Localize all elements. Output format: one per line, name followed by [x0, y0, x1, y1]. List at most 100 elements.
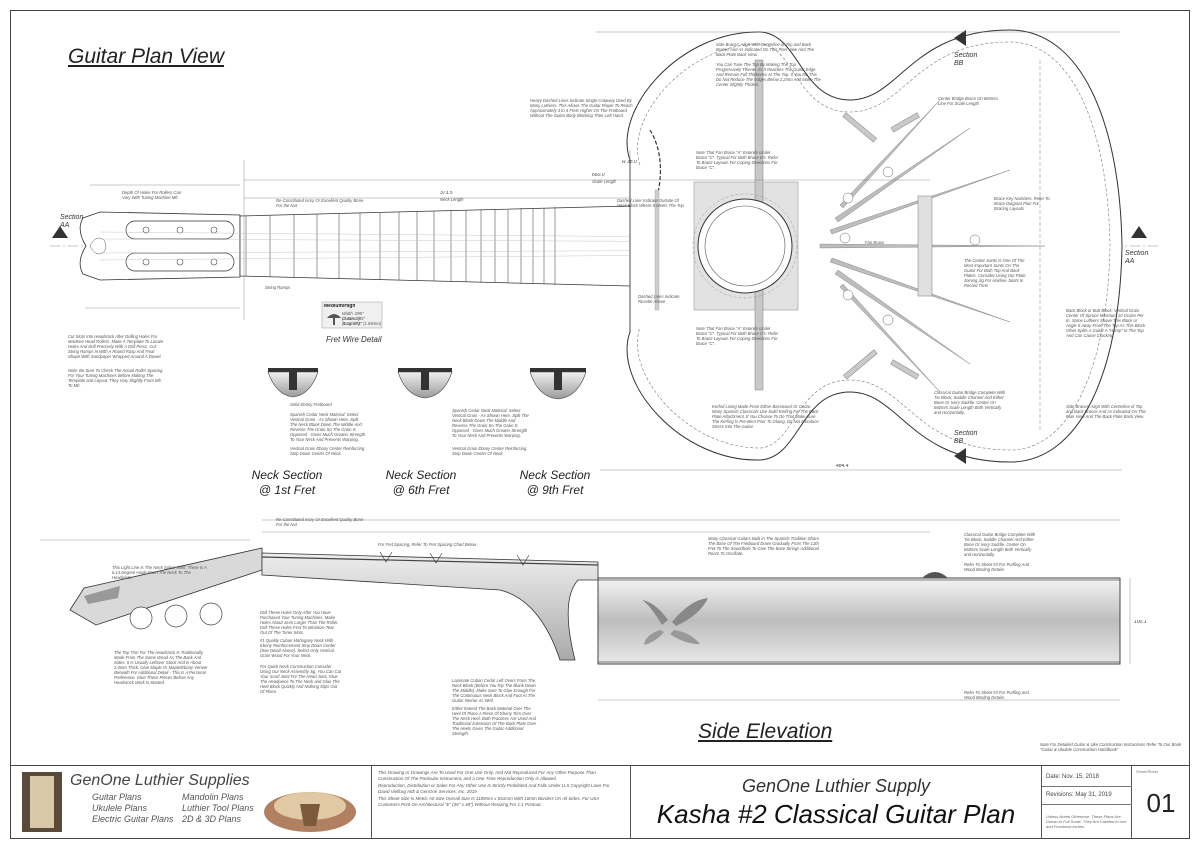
fret-wire-label: Fret Wire Detail [326, 335, 382, 344]
note-brace-keys: Brace Key Numbers. Refer To Brace Diagra… [994, 196, 1050, 211]
note-back-block: Back Block or Butt Block: Vertical Grain… [1066, 308, 1146, 338]
section-aa-marker-left [52, 226, 68, 238]
fret-wire-crown: Crown .045" (1.14mm) [342, 316, 365, 326]
note-ivory: Re-Constituted Ivory Or Excellent Qualit… [276, 198, 364, 208]
note-back-match: Either Extend The Back Material Over The… [452, 706, 537, 736]
logo-image [22, 772, 356, 832]
section-bb-label-top: Section BB [954, 52, 978, 67]
note-brace-e: Note That Fan Brace "A" Extends Under Br… [696, 150, 779, 170]
title-cell: GenOne Luthier Supply Kasha #2 Classical… [630, 766, 1042, 839]
fan-brace-label: Fan Brace [865, 240, 885, 245]
string-ramps-label: String Ramps [265, 285, 291, 290]
note-check-roller: Note: Be Sure To Check The Actual Roller… [68, 368, 163, 388]
fret-wire-heading: Medium/High [324, 304, 356, 309]
note-spanish-cedar-1: Spanish Cedar Neck Material: Select Vert… [290, 412, 366, 442]
note-heavy-dashed: Heavy Dashed Lines Indicate Single Cutaw… [530, 98, 633, 118]
plan-view-heading: Guitar Plan View [68, 45, 225, 68]
note-bridge-side: Classical Guitar Bridge Complete With Ti… [964, 532, 1036, 557]
note-side-braces: Side Braces: Align With Centerline of To… [716, 42, 814, 57]
sheet-number: 01 [1146, 788, 1176, 818]
note-mahogany: #1 Quality Cuban Mahogany Neck With Ebon… [260, 638, 336, 658]
neck-section-1 [267, 368, 319, 398]
fret-wire-tang: Tang .073" (1.85mm) [342, 321, 382, 326]
dim-scale-label: Scale Length [592, 179, 617, 184]
soundhole [704, 205, 786, 287]
revisions-label: Revisions: May 31, 2019 [1046, 792, 1112, 798]
brand-name: GenOne Luthier Supplies [70, 772, 250, 789]
dim-neck: 373.5 [440, 191, 453, 196]
section-aa-label-right: Section AA [1125, 250, 1149, 265]
note-cut-slots: Cut Slots Into Headstock After Drilling … [68, 334, 164, 359]
note-vertical-ebony-1: Vertical Grain Ebony Center Reinforcing … [290, 446, 365, 456]
section-bb-marker-top [954, 30, 966, 46]
dim-body: 484.4 [836, 464, 849, 469]
note-brace-a: Note That Fan Brace "A" Extends Under Br… [696, 326, 779, 346]
section-bb-marker-bottom [954, 448, 966, 464]
plan-title: Kasha #2 Classical Guitar Plan [656, 799, 1016, 829]
note-light-line: This Light Line Is The Neck Splice Joint… [112, 565, 207, 580]
dim-depth: 100.1 [1134, 620, 1147, 625]
note-vertical-ebony-2: Vertical Grain Ebony Center Reinforcing … [452, 446, 527, 456]
units-note: Unless Noted Otherwise, These Plans Are … [1046, 814, 1127, 829]
note-solera: Many Classical Guitars Built In The Span… [708, 536, 819, 556]
dim-scale: 660.0 [592, 173, 605, 178]
side-elevation-heading: Side Elevation [698, 720, 833, 743]
meta-cell: Date: Nov. 15, 2018 Revisions: May 31, 2… [1042, 766, 1132, 839]
note-center-joints: The Center Joints Is One Of The Most Imp… [964, 258, 1026, 288]
note-dashed-liner: Dashed Liner Indicate Outside Of Neck Bl… [617, 198, 684, 208]
drawing-sheet [10, 10, 1190, 839]
note-drill-holes: Depth Of Holes For Rollers Can Vary With… [122, 190, 182, 200]
note-headstock-trim: The Top Trim For The Headstock Is Tradit… [114, 650, 208, 685]
note-detailed-instructions: Note For Detailed Guitar & Uke Construct… [1040, 742, 1182, 752]
side-neck [261, 552, 599, 661]
side-headstock [69, 547, 263, 630]
dim-radius: R 38.0 [622, 160, 637, 165]
note-spanish-cedar-2: Spanish Cedar Neck Material: Select Vert… [452, 408, 529, 438]
fret-wire-width: Width .095" (2.41mm) [342, 311, 364, 321]
side-dimensions [40, 519, 1131, 701]
note-cedar-liner: Laminate Cuban Cedar Left Overs From The… [452, 678, 536, 703]
note-fret-spacing: For Fret Spacing, Refer To Fret Spacing … [378, 542, 477, 547]
neck-section-1-caption: Neck Section@ 1st Fret [251, 468, 323, 497]
fret-wire-detail [321, 301, 383, 329]
neck-section-9-caption: Neck Section@ 9th Fret [519, 468, 591, 497]
note-side-braces-2: Side Braces: Align With Centerline of To… [1066, 404, 1146, 419]
brand-cell: GenOne Luthier Supplies Guitar Plans Uku… [10, 766, 372, 839]
note-ebony-fb: Solid Ebony Fretboard [290, 402, 332, 407]
side-body [597, 572, 1121, 665]
neck-outline [239, 205, 631, 287]
section-aa-marker-right [1131, 226, 1147, 238]
sheet-cell: Sheet/Sheet 01 [1132, 766, 1190, 839]
note-bridge-complete: Classical Guitar Bridge Complete With Ti… [934, 390, 1006, 415]
note-taper-top: You Can Tune The Top By Making The Top P… [716, 62, 821, 87]
bridge-plan [917, 195, 933, 297]
section-bb-label-bottom: Section BB [954, 430, 978, 445]
leaf-logo [642, 598, 708, 645]
neck-section-6 [397, 368, 453, 399]
neck-section-6-caption: Neck Section@ 6th Fret [385, 468, 457, 497]
section-aa-label-left: Section AA [60, 214, 84, 229]
legal-notice: This Drawing or Drawings Are To Used For… [378, 770, 610, 807]
note-drill-tuning: Drill These Holes Only After You Have Pu… [260, 610, 339, 635]
brace-keys [839, 166, 981, 326]
plans-list-right: Mandolin Plans Luthier Tool Plans 2D & 3… [182, 792, 254, 824]
note-center-bridge: Center Bridge Brace On 660mm Line For Sc… [938, 96, 998, 106]
title-block: GenOne Luthier Supplies Guitar Plans Uku… [10, 765, 1190, 839]
note-sheet3b: Refer To Sheet #3 For Purfling and Wood … [964, 690, 1029, 700]
plan-dimensions [85, 31, 1122, 471]
neck-section-9 [529, 368, 587, 400]
sheet-label: Sheet/Sheet [1136, 769, 1159, 774]
note-quick-neck: For Quick Neck Construction Consider Usi… [260, 664, 342, 694]
date-label: Date: Nov. 15, 2018 [1046, 774, 1099, 780]
bridge-side [922, 572, 948, 578]
frets [245, 207, 556, 285]
note-dashed-rosette: Dashed Lines Indicate Rosette Above [638, 294, 680, 304]
kerfing-line [637, 41, 1111, 451]
note-ivory-side: Re-Constituted Ivory Or Excellent Qualit… [276, 517, 364, 527]
dim-neck-label: Neck Length [440, 197, 464, 202]
company-name: GenOne Luthier Supply [741, 776, 931, 796]
note-sheet3: Refer To Sheet #3 For Purfling And Wood … [964, 562, 1030, 572]
plans-list-left: Guitar Plans Ukulele Plans Electric Guit… [92, 792, 174, 824]
note-kerfed: Kerfed Lining Made From Either Basswood … [712, 404, 819, 429]
